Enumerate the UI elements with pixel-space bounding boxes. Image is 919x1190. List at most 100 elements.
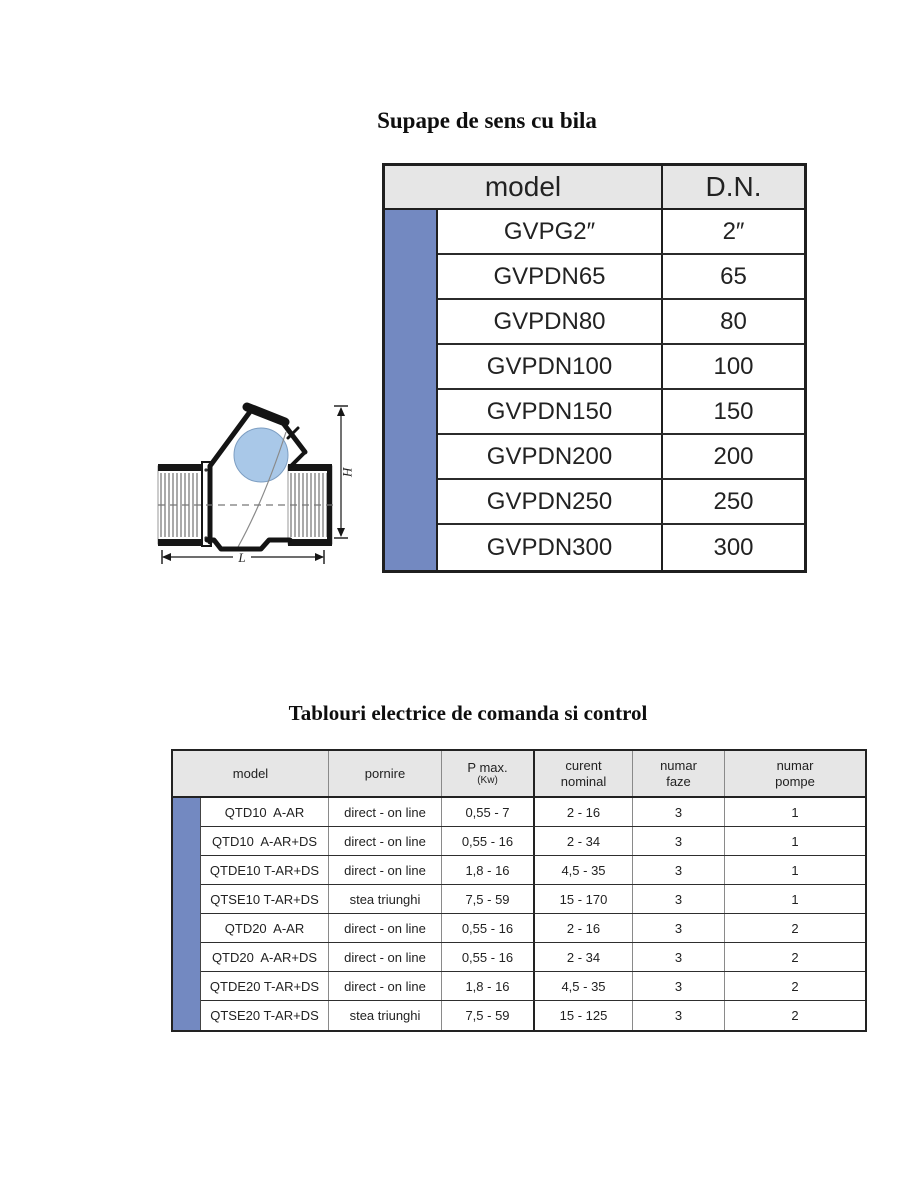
- cell-model: GVPDN150: [438, 390, 663, 433]
- cell-model: GVPDN65: [438, 255, 663, 298]
- cell-dn: 150: [713, 397, 754, 425]
- cell-pmax: 1,8 - 16: [442, 856, 535, 884]
- panel-header-pmax-unit: (Kw): [477, 775, 498, 787]
- cell-model: QTD10 A-AR: [201, 798, 329, 826]
- cell-pompe: 1: [791, 862, 799, 878]
- cell-pompe: 1: [791, 804, 799, 820]
- panel-header-curent: curent nominal: [535, 751, 633, 796]
- cell-faze: 3: [633, 885, 725, 913]
- table-row: GVPDN65 65: [438, 255, 804, 300]
- valve-ball: [233, 427, 289, 483]
- cell-faze: 3: [633, 1001, 725, 1030]
- cell-model: GVPG2″: [438, 210, 663, 253]
- cell-dn: 2″: [722, 217, 745, 245]
- cell-pmax: 7,5 - 59: [442, 885, 535, 913]
- panel-header-pmax: P max. (Kw): [442, 751, 535, 796]
- cell-model: GVPDN100: [438, 345, 663, 388]
- cell-model: GVPDN80: [438, 300, 663, 343]
- cell-faze: 3: [633, 914, 725, 942]
- cell-model: QTD20 A-AR+DS: [201, 943, 329, 971]
- table-row: GVPDN150 150: [438, 390, 804, 435]
- panel-table-header-row: model pornire P max. (Kw) curent nominal…: [173, 751, 865, 798]
- panel-header-pmax-main: P max.: [467, 759, 508, 775]
- cell-model: GVPDN250: [438, 480, 663, 523]
- valve-technical-drawing: H L: [157, 402, 355, 565]
- section2-title: Tablouri electrice de comanda si control: [288, 701, 648, 725]
- cell-dn: 300: [713, 533, 754, 561]
- valve-body-outline: [204, 402, 308, 552]
- cell-curent: 2 - 16: [535, 798, 633, 826]
- cell-pompe: 2: [791, 920, 799, 936]
- panel-header-pompe: numar pompe: [775, 757, 815, 789]
- cell-pmax: 0,55 - 7: [442, 798, 535, 826]
- cell-faze: 3: [633, 856, 725, 884]
- cell-dn: 250: [713, 487, 754, 515]
- dim-label-h: H: [340, 466, 355, 477]
- table-row: GVPDN100 100: [438, 345, 804, 390]
- valve-header-dn: D.N.: [705, 171, 762, 202]
- accent-bar: [385, 210, 438, 570]
- ball-guide-line: [237, 431, 287, 548]
- cell-faze: 3: [633, 943, 725, 971]
- cell-curent: 15 - 125: [535, 1001, 633, 1030]
- cell-curent: 2 - 34: [535, 943, 633, 971]
- control-panel-table: model pornire P max. (Kw) curent nominal…: [171, 749, 867, 1032]
- cell-model: QTD10 A-AR+DS: [201, 827, 329, 855]
- cell-pmax: 1,8 - 16: [442, 972, 535, 1000]
- section1-title: Supape de sens cu bila: [377, 108, 597, 133]
- cell-pmax: 0,55 - 16: [442, 914, 535, 942]
- cell-pmax: 7,5 - 59: [442, 1001, 535, 1030]
- cell-dn: 100: [713, 352, 754, 380]
- cell-pornire: direct - on line: [329, 856, 442, 884]
- dimension-height: H: [334, 405, 355, 539]
- cell-faze: 3: [633, 972, 725, 1000]
- dimension-length: L: [161, 550, 325, 565]
- cell-faze: 3: [633, 798, 725, 826]
- cell-pornire: stea triunghi: [329, 885, 442, 913]
- cell-curent: 4,5 - 35: [535, 972, 633, 1000]
- cell-dn: 200: [713, 442, 754, 470]
- table-row: GVPDN250 250: [438, 480, 804, 525]
- cell-curent: 4,5 - 35: [535, 856, 633, 884]
- valve-header-model: model: [385, 166, 663, 208]
- panel-header-faze: numar faze: [633, 751, 725, 796]
- cell-model: QTSE10 T-AR+DS: [201, 885, 329, 913]
- cell-pornire: direct - on line: [329, 798, 442, 826]
- cell-model: QTD20 A-AR: [201, 914, 329, 942]
- panel-header-model: model: [173, 751, 329, 796]
- cell-model: GVPDN200: [438, 435, 663, 478]
- table-row: GVPDN300 300: [438, 525, 804, 570]
- cell-pompe: 2: [791, 949, 799, 965]
- cell-pornire: stea triunghi: [329, 1001, 442, 1030]
- cell-pornire: direct - on line: [329, 914, 442, 942]
- cell-pompe: 2: [791, 1008, 799, 1023]
- cell-faze: 3: [633, 827, 725, 855]
- cell-pornire: direct - on line: [329, 972, 442, 1000]
- cell-dn: 65: [720, 262, 747, 290]
- dim-label-l: L: [237, 550, 245, 565]
- accent-bar: [173, 798, 201, 1030]
- cell-model: QTDE10 T-AR+DS: [201, 856, 329, 884]
- cell-curent: 2 - 16: [535, 914, 633, 942]
- valve-table-header-row: model D.N.: [385, 166, 804, 210]
- cell-pornire: direct - on line: [329, 943, 442, 971]
- cell-model: QTSE20 T-AR+DS: [201, 1001, 329, 1030]
- cell-curent: 15 - 170: [535, 885, 633, 913]
- cell-pompe: 1: [791, 833, 799, 849]
- cell-model: QTDE20 T-AR+DS: [201, 972, 329, 1000]
- cell-model: GVPDN300: [438, 525, 663, 570]
- cell-pmax: 0,55 - 16: [442, 827, 535, 855]
